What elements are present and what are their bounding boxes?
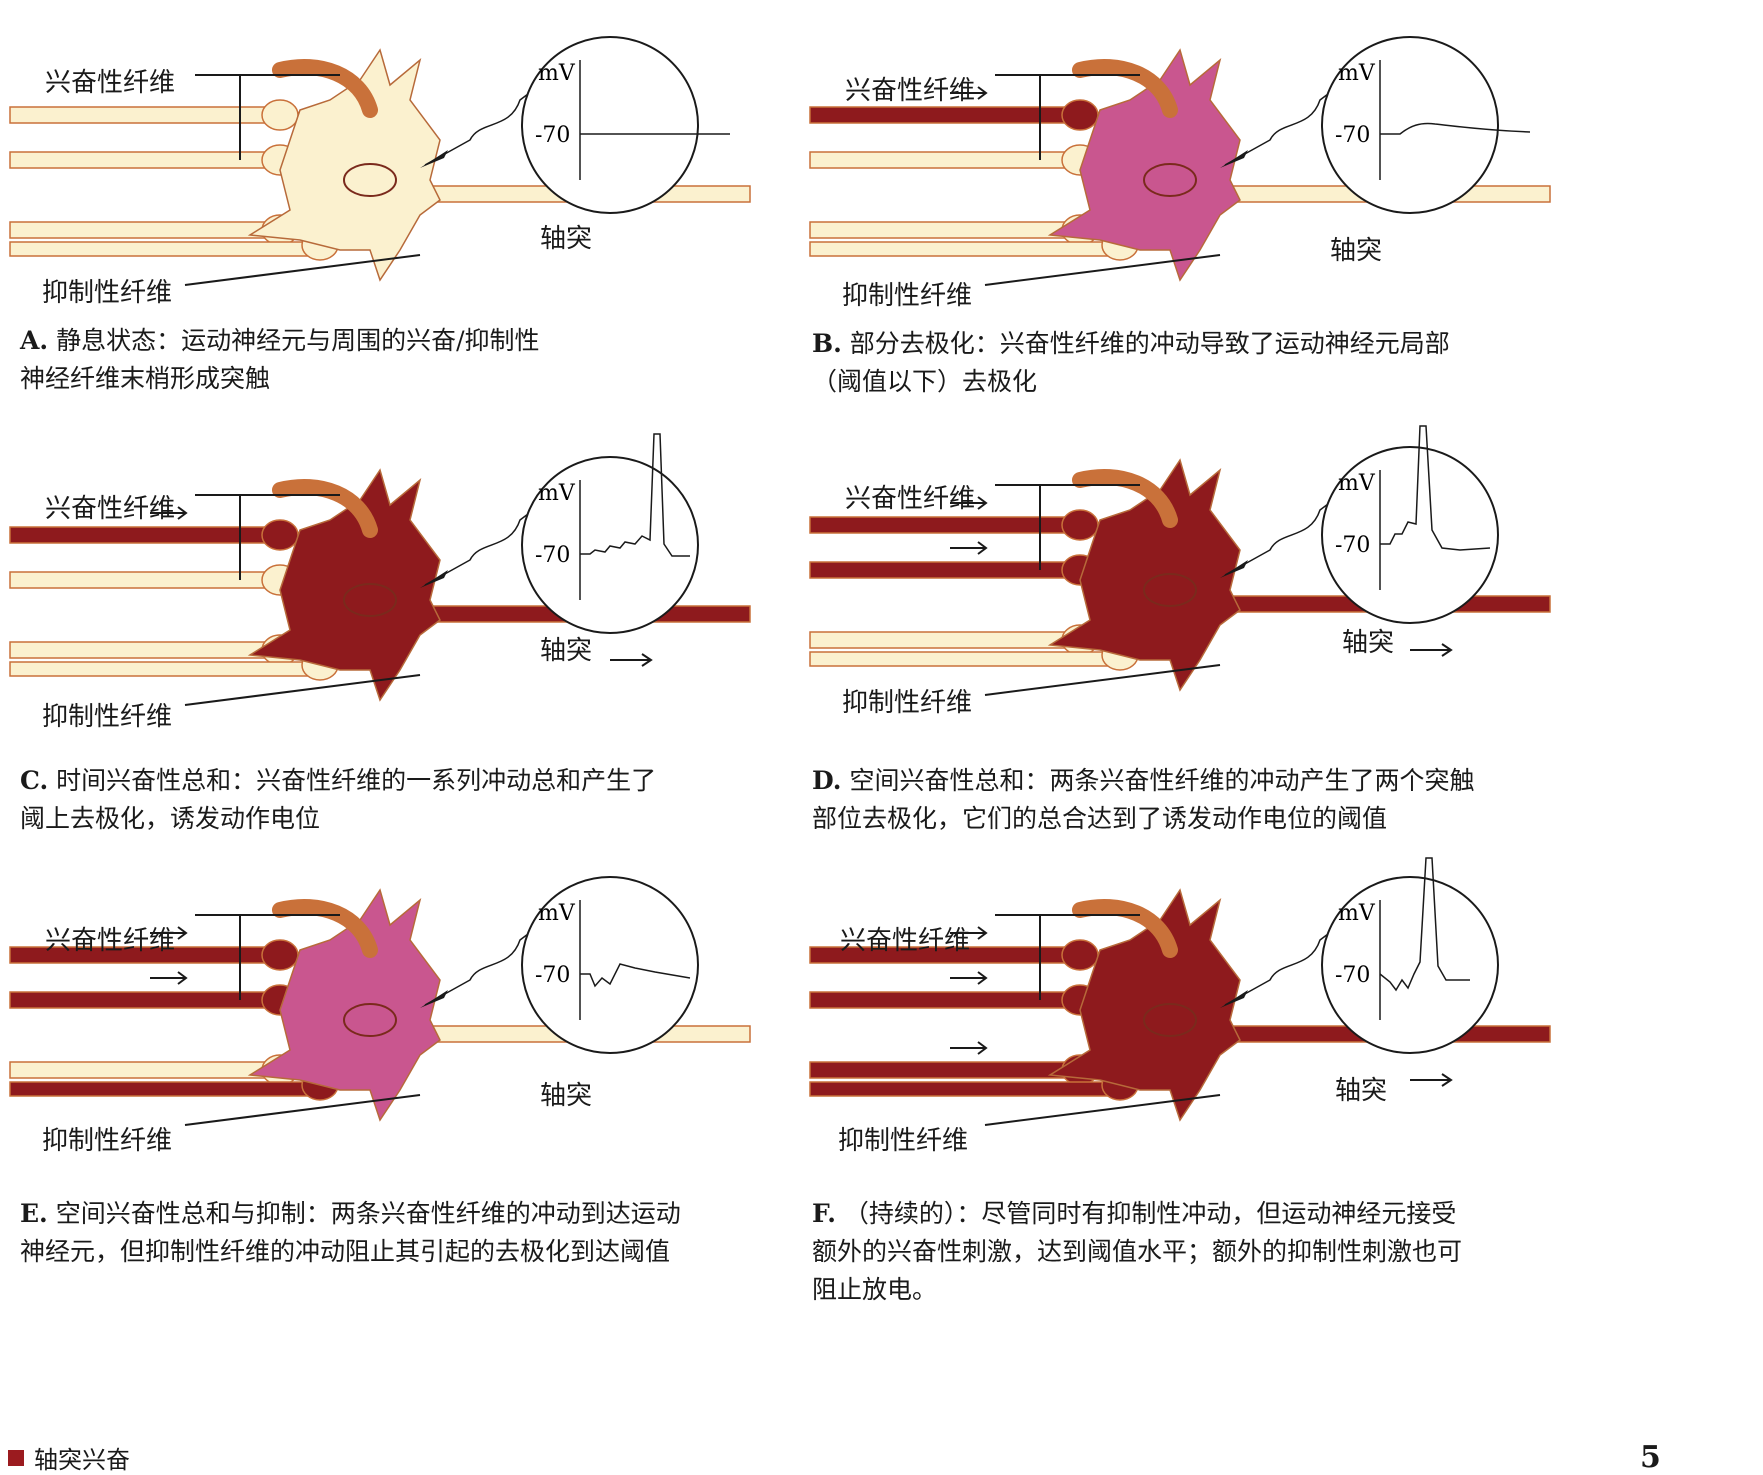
caption-line: 空间兴奋性总和与抑制：两条兴奋性纤维的冲动到达运动	[56, 1199, 681, 1228]
legend-swatch	[8, 1450, 24, 1466]
caption-c: C. 时间兴奋性总和：兴奋性纤维的一系列冲动总和产生了 阈上去极化，诱发动作电位	[20, 762, 656, 838]
caption-letter: A.	[20, 326, 48, 355]
inhibitory-fiber-label: 抑制性纤维	[42, 696, 172, 733]
excitatory-fiber-label: 兴奋性纤维	[845, 478, 975, 515]
axon-label: 轴突	[540, 630, 592, 667]
caption-line: 阻止放电。	[812, 1275, 937, 1304]
mv-label: mV	[1338, 61, 1376, 86]
caption-line: 空间兴奋性总和：两条兴奋性纤维的冲动产生了两个突触	[849, 766, 1474, 795]
inhibitory-fiber	[810, 652, 1110, 666]
excitatory-fiber	[810, 1062, 1080, 1078]
caption-line: 部位去极化，它们的总合达到了诱发动作电位的阈值	[812, 804, 1387, 833]
inhibitory-fiber	[810, 242, 1110, 256]
inhibitory-fiber	[10, 242, 310, 256]
caption-f: F. （持续的）：尽管同时有抑制性冲动，但运动神经元接受 额外的兴奋性刺激，达到…	[812, 1195, 1462, 1309]
inhibitory-fiber	[810, 1082, 1110, 1096]
mv-label: mV	[538, 901, 576, 926]
synaptic-terminal	[262, 100, 298, 130]
excitatory-fiber	[10, 222, 280, 238]
mv-label: mV	[538, 481, 576, 506]
mv-label: mV	[1338, 471, 1376, 496]
axon-label: 轴突	[540, 218, 592, 255]
caption-line: 静息状态：运动神经元与周围的兴奋/抑制性	[56, 326, 539, 355]
caption-a: A. 静息状态：运动神经元与周围的兴奋/抑制性 神经纤维末梢形成突触	[20, 322, 540, 398]
excitatory-fiber-label: 兴奋性纤维	[45, 62, 175, 99]
inhibitory-fiber-label: 抑制性纤维	[42, 272, 172, 309]
caption-e: E. 空间兴奋性总和与抑制：两条兴奋性纤维的冲动到达运动 神经元，但抑制性纤维的…	[20, 1195, 681, 1271]
axon-label: 轴突	[1335, 1070, 1387, 1107]
caption-line: 神经元，但抑制性纤维的冲动阻止其引起的去极化到达阈值	[20, 1237, 670, 1266]
rest-potential-label: -70	[535, 543, 570, 568]
caption-line: 部分去极化：兴奋性纤维的冲动导致了运动神经元局部	[850, 329, 1450, 358]
impulse-arrow	[150, 972, 186, 984]
rest-potential-label: -70	[1335, 963, 1370, 988]
synaptic-terminal	[1062, 940, 1098, 970]
caption-letter: B.	[812, 329, 842, 358]
synaptic-terminal	[1062, 510, 1098, 540]
caption-line: 额外的兴奋性刺激，达到阈值水平；额外的抑制性刺激也可	[812, 1237, 1462, 1266]
panel-f: mV -70 兴奋性纤维 抑制性纤维 轴突	[800, 880, 1660, 1240]
inhibitory-fiber-label: 抑制性纤维	[838, 1120, 968, 1157]
caption-letter: E.	[20, 1199, 48, 1228]
caption-d: D. 空间兴奋性总和：两条兴奋性纤维的冲动产生了两个突触 部位去极化，它们的总合…	[812, 762, 1474, 838]
caption-line: 阈上去极化，诱发动作电位	[20, 804, 320, 833]
caption-letter: F.	[812, 1199, 836, 1228]
mv-label: mV	[538, 61, 576, 86]
excitatory-fiber-label: 兴奋性纤维	[840, 920, 970, 957]
excitatory-fiber-label: 兴奋性纤维	[845, 70, 975, 107]
caption-line: 神经纤维末梢形成突触	[20, 364, 270, 393]
axon-arrow	[1410, 644, 1451, 656]
inhibitory-fiber	[10, 1082, 310, 1096]
rest-potential-label: -70	[1335, 533, 1370, 558]
impulse-arrow	[950, 972, 986, 984]
excitatory-fiber	[810, 222, 1080, 238]
inhibitory-fiber-label: 抑制性纤维	[842, 682, 972, 719]
excitatory-fiber-label: 兴奋性纤维	[45, 488, 175, 525]
caption-b: B. 部分去极化：兴奋性纤维的冲动导致了运动神经元局部 （阈值以下）去极化	[812, 325, 1450, 401]
excitatory-fiber	[10, 642, 280, 658]
rest-potential-label: -70	[535, 963, 570, 988]
axon-arrow	[1410, 1074, 1451, 1086]
caption-line: （持续的）：尽管同时有抑制性冲动，但运动神经元接受	[844, 1199, 1457, 1228]
rest-potential-label: -70	[535, 123, 570, 148]
caption-letter: C.	[20, 766, 48, 795]
mv-label: mV	[1338, 901, 1376, 926]
axon-arrow	[610, 654, 651, 666]
caption-line: 时间兴奋性总和：兴奋性纤维的一系列冲动总和产生了	[56, 766, 656, 795]
excitatory-fiber	[810, 632, 1080, 648]
caption-line: （阈值以下）去极化	[812, 367, 1037, 396]
excitatory-fiber-label: 兴奋性纤维	[45, 920, 175, 957]
axon-label: 轴突	[1330, 230, 1382, 267]
impulse-arrow	[950, 1042, 986, 1054]
inhibitory-fiber	[10, 662, 310, 676]
synaptic-terminal	[262, 940, 298, 970]
caption-letter: D.	[812, 766, 842, 795]
panel-e: mV -70 兴奋性纤维 抑制性纤维 轴突	[0, 880, 860, 1240]
synaptic-terminal	[1062, 100, 1098, 130]
panel-d: mV -70 兴奋性纤维 抑制性纤维 轴突	[800, 450, 1660, 810]
rest-potential-label: -70	[1335, 123, 1370, 148]
impulse-arrow	[950, 542, 986, 554]
excitatory-fiber	[10, 1062, 280, 1078]
synaptic-terminal	[262, 520, 298, 550]
inhibitory-fiber-label: 抑制性纤维	[42, 1120, 172, 1157]
axon-label: 轴突	[1342, 622, 1394, 659]
axon-label: 轴突	[540, 1075, 592, 1112]
inhibitory-fiber-label: 抑制性纤维	[842, 275, 972, 312]
